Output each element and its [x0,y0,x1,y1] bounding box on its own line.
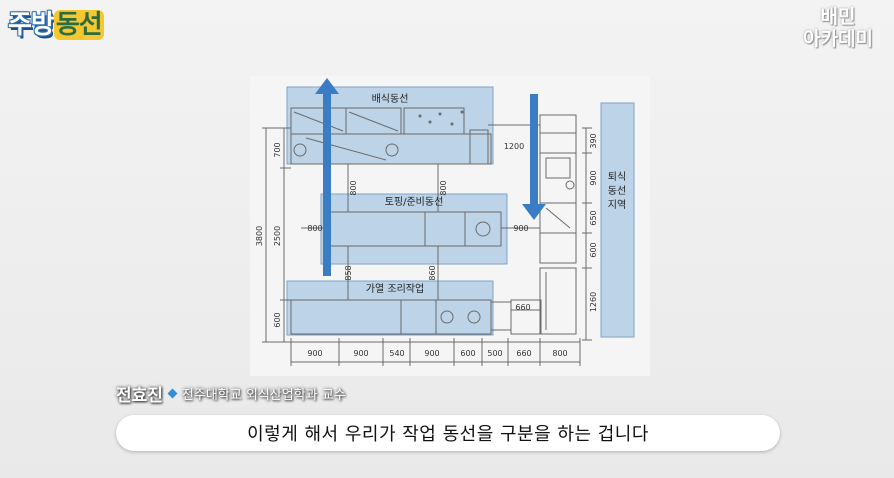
dim-vert-2: 800 [439,180,448,195]
zone-serving [286,86,494,165]
speaker-lower-third: 전효진 전주대학교 외식산업학과 교수 [116,381,346,406]
show-logo-accent: 동선 [53,10,104,40]
speaker-name: 전효진 [116,386,163,406]
dim-left-bot: 600 [273,312,282,327]
zone-exit [600,102,635,338]
dim-right-3: 650 [589,210,598,225]
dim-bottom-7: 660 [516,349,531,358]
show-logo: 주방동선 [8,4,104,41]
dim-bottom-8: 800 [552,349,567,358]
dim-left-mid: 2500 [273,226,282,246]
serving-dots [418,110,464,126]
dim-prep-left: 800 [307,224,322,233]
speaker-title: 전주대학교 외식산업학과 교수 [181,388,346,403]
zone-prep-label: 토핑/준비동선 [385,196,444,208]
dim-left-outer: 3800 [255,226,264,246]
dim-right-1: 390 [589,133,598,148]
zone-exit-label-3: 지역 [608,199,626,211]
zone-exit-label-2: 동선 [608,185,626,197]
zone-exit-label-1: 퇴식 [608,171,626,183]
dim-right-5: 1260 [589,292,598,312]
channel-logo-line1: 배민 [820,6,856,28]
dim-vert-1: 800 [349,180,358,195]
dim-left-top: 700 [273,142,282,157]
dim-prep-right: 900 [513,224,528,233]
channel-logo: 배민 아카데미 [796,6,880,50]
zone-prep [320,193,508,265]
dim-vert-3: 858 [344,265,353,280]
flow-arrow-down [522,94,546,220]
dim-right-4: 600 [589,242,598,257]
dim-right-2: 900 [589,170,598,185]
dim-bottom-4: 900 [424,349,439,358]
show-logo-text: 주방 [8,10,55,40]
dim-bottom-5: 600 [460,349,475,358]
dim-bottom-6: 500 [487,349,502,358]
subtitle-text: 이렇게 해서 우리가 작업 동선을 구분을 하는 겁니다 [247,424,649,445]
diamond-icon [167,388,178,399]
dim-top-right: 1200 [504,142,524,151]
equipment-lines [262,107,592,366]
zone-serving-label: 배식동선 [372,93,409,105]
zone-cooking [286,280,494,336]
dim-bottom-3: 540 [389,349,404,358]
dim-cook-right: 660 [515,303,530,312]
dim-bottom-1: 900 [307,349,322,358]
flow-arrow-up [315,78,339,276]
channel-logo-line2: 아카데미 [803,28,873,50]
dim-vert-4: 860 [428,265,437,280]
subtitle-box: 이렇게 해서 우리가 작업 동선을 구분을 하는 겁니다 [116,415,780,451]
dim-bottom-2: 900 [353,349,368,358]
zone-cooking-label: 가열 조리작업 [366,282,424,295]
